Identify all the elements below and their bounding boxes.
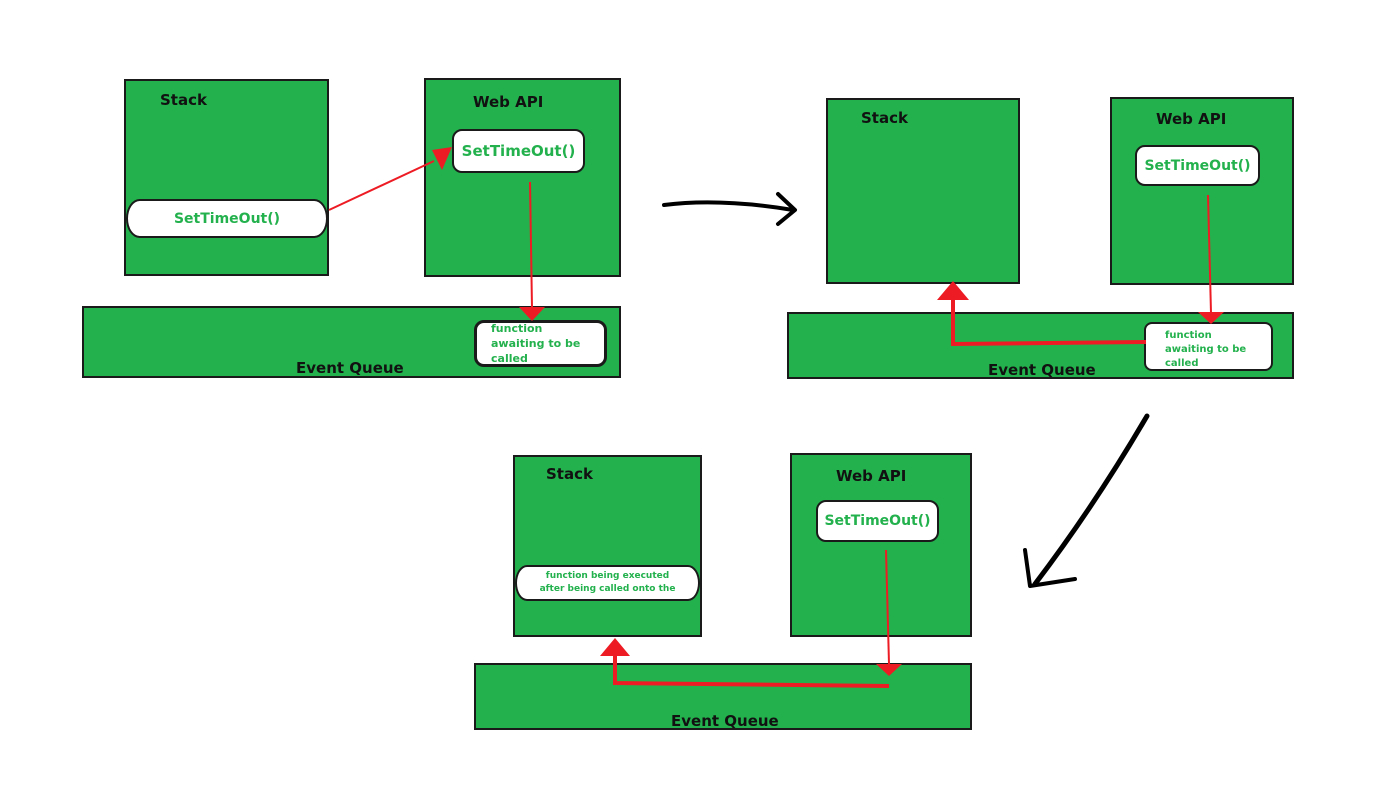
panel1-event-queue-label: Event Queue [296, 359, 404, 377]
panel3-webapi-settimeout: SetTimeOut() [816, 500, 939, 542]
panel1-webapi-settimeout-text: SetTimeOut() [461, 142, 576, 160]
flow-arrow-down-left [1023, 413, 1150, 588]
panel1-stack-label: Stack [160, 91, 207, 109]
panel2-webapi-settimeout: SetTimeOut() [1135, 145, 1260, 186]
panel1-queue-function: function awaiting to be called [474, 320, 607, 367]
panel1-queue-function-text: function awaiting to be called [491, 322, 581, 365]
panel1-stack-box [124, 79, 329, 276]
panel2-queue-function-line3: called [1165, 358, 1199, 369]
panel1-webapi-label: Web API [473, 93, 544, 111]
panel2-stack-label: Stack [861, 109, 908, 127]
panel3-webapi-settimeout-text: SetTimeOut() [824, 513, 931, 529]
flow-arrow-right [662, 192, 797, 226]
panel3-stack-function-line1: function being executed [545, 571, 670, 581]
panel2-webapi-settimeout-text: SetTimeOut() [1144, 157, 1251, 174]
panel2-event-queue-label: Event Queue [988, 361, 1096, 379]
panel1-stack-settimeout-text: SetTimeOut() [173, 210, 281, 227]
panel2-queue-function-line1: function [1165, 330, 1212, 341]
panel2-queue-function-line2: awaiting to be [1165, 344, 1247, 355]
panel2-webapi-box [1110, 97, 1294, 285]
panel1-stack-settimeout: SetTimeOut() [126, 199, 328, 238]
panel3-stack-label: Stack [546, 465, 593, 483]
panel2-webapi-label: Web API [1156, 110, 1227, 128]
panel1-webapi-settimeout: SetTimeOut() [452, 129, 585, 173]
panel3-stack-box [513, 455, 702, 637]
panel1-webapi-box [424, 78, 621, 277]
panel3-stack-function: function being executed after being call… [515, 565, 700, 601]
panel3-event-queue-label: Event Queue [671, 712, 779, 730]
panel2-queue-function: function awaiting to be called [1144, 322, 1273, 371]
panel3-stack-function-line2: after being called onto the [539, 584, 676, 594]
panel3-webapi-box [790, 453, 972, 637]
panel3-webapi-label: Web API [836, 467, 907, 485]
panel2-stack-box [826, 98, 1020, 284]
